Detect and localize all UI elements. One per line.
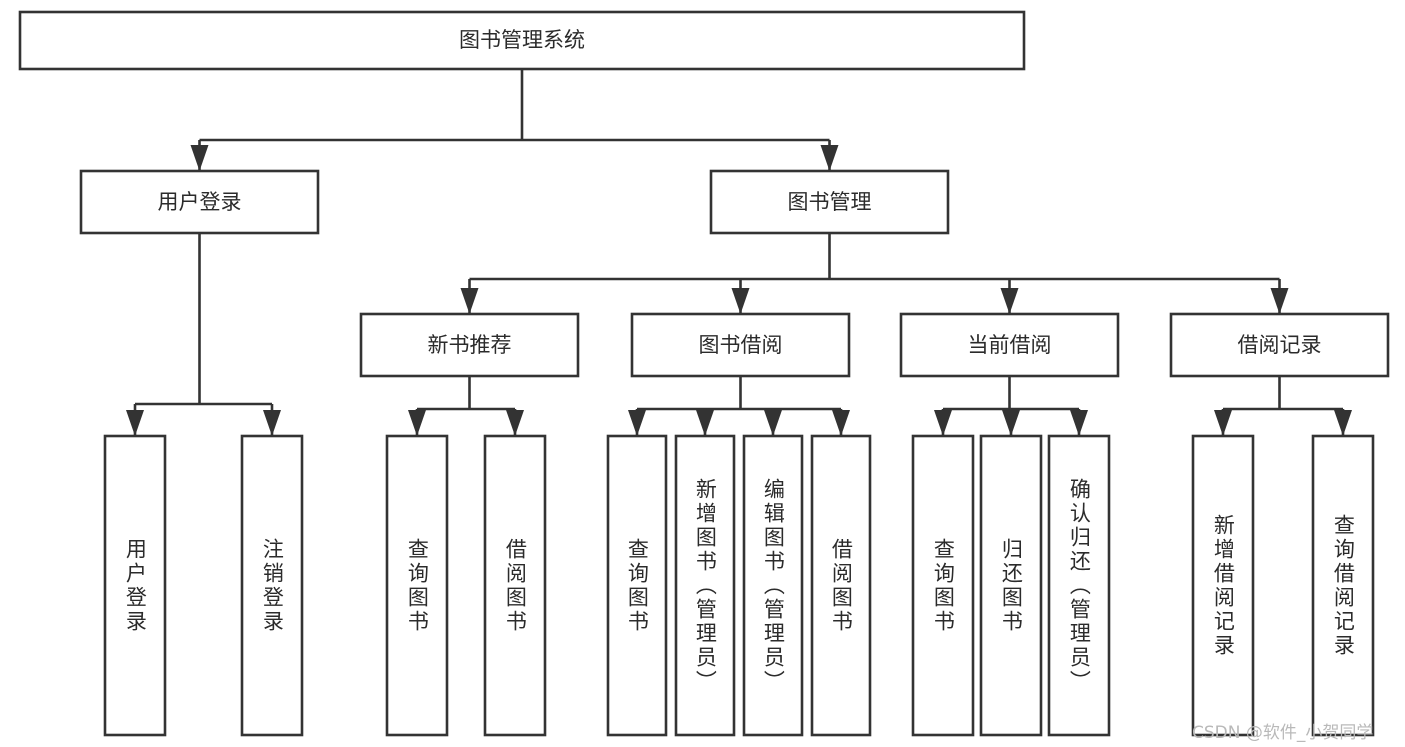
arrow-head-icon	[506, 410, 524, 436]
node-box-leaf-borrow-book-1[interactable]	[483, 434, 547, 737]
node-box-leaf-edit-book[interactable]	[742, 434, 804, 737]
node-box-leaf-query-record[interactable]	[1311, 434, 1375, 737]
boxes-layer	[18, 10, 1390, 737]
node-box-leaf-add-record[interactable]	[1191, 434, 1255, 737]
node-box-leaf-query-book-2[interactable]	[606, 434, 668, 737]
node-box-borrow-record[interactable]	[1169, 312, 1390, 378]
node-box-leaf-user-login[interactable]	[103, 434, 167, 737]
arrow-head-icon	[820, 145, 839, 171]
arrow-head-icon	[832, 410, 850, 436]
arrow-head-icon	[1214, 410, 1232, 436]
node-box-root[interactable]	[18, 10, 1026, 71]
arrow-head-icon	[1334, 410, 1352, 436]
node-box-book-manage[interactable]	[709, 169, 950, 235]
node-box-leaf-user-logout[interactable]	[240, 434, 304, 737]
arrow-head-icon	[1270, 288, 1289, 314]
arrow-head-icon	[764, 410, 782, 436]
node-box-book-borrow[interactable]	[630, 312, 851, 378]
node-box-leaf-query-book-1[interactable]	[385, 434, 449, 737]
arrow-head-icon	[1070, 410, 1088, 436]
csdn-watermark: CSDN @软件_小贺同学	[1192, 723, 1374, 743]
arrow-head-icon	[731, 288, 750, 314]
arrow-head-icon	[628, 410, 646, 436]
node-box-user-login[interactable]	[79, 169, 320, 235]
edges-layer	[126, 69, 1352, 436]
node-box-leaf-query-book-3[interactable]	[911, 434, 975, 737]
node-box-current-borrow[interactable]	[899, 312, 1120, 378]
arrow-head-icon	[460, 288, 479, 314]
arrow-head-icon	[408, 410, 426, 436]
arrow-head-icon	[263, 410, 281, 436]
node-box-leaf-return-book[interactable]	[979, 434, 1043, 737]
arrow-head-icon	[126, 410, 144, 436]
node-box-leaf-borrow-book-2[interactable]	[810, 434, 872, 737]
arrow-head-icon	[190, 145, 209, 171]
arrow-head-icon	[934, 410, 952, 436]
node-box-new-book-rec[interactable]	[359, 312, 580, 378]
arrow-head-icon	[696, 410, 714, 436]
node-box-leaf-add-book[interactable]	[674, 434, 736, 737]
arrow-head-icon	[1002, 410, 1020, 436]
arrow-head-icon	[1000, 288, 1019, 314]
node-box-leaf-confirm-return[interactable]	[1047, 434, 1111, 737]
